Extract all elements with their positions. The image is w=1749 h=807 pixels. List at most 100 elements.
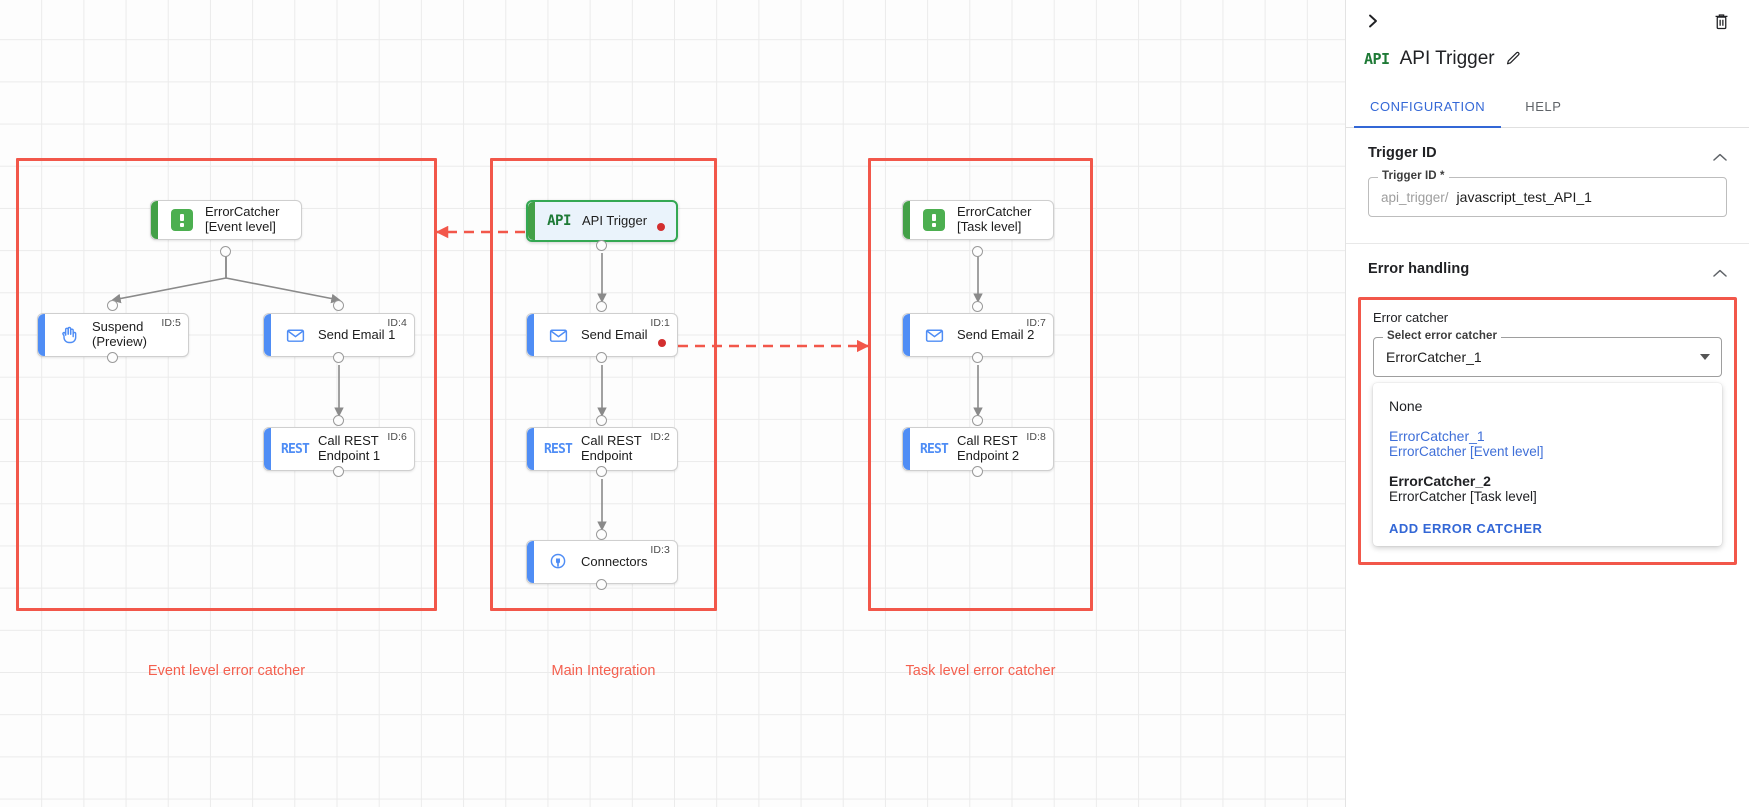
node-port-out[interactable] [220,246,231,257]
menu-item-errorcatcher-1[interactable]: ErrorCatcher_1 ErrorCatcher [Event level… [1373,421,1722,466]
group-box-main-integration[interactable] [490,158,717,611]
chevron-up-icon[interactable] [1713,149,1727,161]
node-label: Suspend (Preview) [92,319,147,349]
node-port-in[interactable] [596,301,607,312]
node-port-out[interactable] [596,579,607,590]
node-label: ErrorCatcher [Event level] [205,204,280,234]
trash-icon[interactable] [1709,9,1733,33]
api-icon: API [1364,50,1390,68]
trigger-id-prefix: api_trigger/ [1381,189,1449,205]
chevron-right-icon[interactable] [1360,8,1386,34]
node-port-out[interactable] [107,352,118,363]
envelope-icon [541,325,575,346]
node-error-catcher-event-level[interactable]: ErrorCatcher [Event level] [150,200,302,240]
node-port-out[interactable] [333,352,344,363]
menu-item-errorcatcher-2[interactable]: ErrorCatcher_2 ErrorCatcher [Task level] [1373,466,1722,511]
node-port-out[interactable] [972,466,983,477]
node-id-tag: ID:6 [387,431,407,443]
node-error-catcher-task-level[interactable]: ErrorCatcher [Task level] [902,200,1054,240]
error-catcher-dropdown-menu: None ErrorCatcher_1 ErrorCatcher [Event … [1373,383,1722,546]
node-send-email-2[interactable]: Send Email 2 ID:7 [902,313,1054,357]
node-accent-bar [151,201,158,239]
node-port-in[interactable] [972,301,983,312]
menu-item-primary: ErrorCatcher_2 [1389,473,1491,489]
menu-item-primary: ErrorCatcher_1 [1389,428,1485,444]
trigger-id-value: javascript_test_API_1 [1456,189,1592,205]
node-label: Call REST Endpoint [581,433,642,463]
node-error-indicator [657,223,665,231]
node-port-in[interactable] [107,300,118,311]
group-box-task-level[interactable] [868,158,1093,611]
page-title: API Trigger [1399,48,1495,69]
node-port-out[interactable] [596,466,607,477]
section-trigger-id-header[interactable]: Trigger ID [1346,128,1749,177]
node-port-out[interactable] [596,352,607,363]
node-accent-bar [264,314,271,356]
rest-icon: REST [280,441,310,457]
node-id-tag: ID:5 [161,317,181,329]
node-send-email[interactable]: Send Email ID:1 [526,313,678,357]
select-error-catcher[interactable]: Select error catcher ErrorCatcher_1 [1373,330,1722,377]
envelope-icon [278,325,312,346]
trigger-id-input[interactable]: Trigger ID * api_trigger/ javascript_tes… [1368,170,1727,217]
section-error-handling: Error handling Error catcher Select erro… [1346,244,1749,565]
node-id-tag: ID:7 [1026,317,1046,329]
group-box-event-level[interactable] [16,158,437,611]
tab-help[interactable]: HELP [1525,99,1562,114]
node-label: Send Email 1 [318,326,396,342]
node-label: Send Email [581,326,648,342]
node-port-in[interactable] [333,415,344,426]
properties-panel: API API Trigger CONFIGURATION HELP Trigg… [1345,0,1749,807]
panel-title-row: API API Trigger [1346,42,1749,76]
node-call-rest-endpoint[interactable]: REST Call REST Endpoint ID:2 [526,427,678,471]
section-error-handling-title: Error handling [1368,261,1470,277]
node-port-in[interactable] [972,415,983,426]
pencil-icon[interactable] [1505,50,1523,68]
menu-item-secondary: ErrorCatcher [Task level] [1389,489,1537,504]
node-api-trigger[interactable]: API API Trigger [526,200,678,242]
node-accent-bar [527,314,534,356]
add-error-catcher-button[interactable]: ADD ERROR CATCHER [1389,521,1543,536]
node-port-out[interactable] [333,466,344,477]
menu-item-secondary: ErrorCatcher [Event level] [1389,444,1544,459]
node-port-out[interactable] [596,240,607,251]
rest-icon: REST [919,441,949,457]
error-catcher-title: Error catcher [1373,310,1449,325]
node-send-email-1[interactable]: Send Email 1 ID:4 [263,313,415,357]
workflow-canvas[interactable]: Event level error catcher Main Integrati… [0,0,1345,807]
node-port-out[interactable] [972,246,983,257]
tab-configuration[interactable]: CONFIGURATION [1354,86,1502,128]
node-port-in[interactable] [596,415,607,426]
section-error-handling-header[interactable]: Error handling [1346,244,1749,293]
group-label-main-integration: Main Integration [551,663,656,679]
error-catcher-block: Error catcher Select error catcher Error… [1358,297,1737,565]
node-port-out[interactable] [972,352,983,363]
node-error-indicator [658,339,666,347]
node-label: Call REST Endpoint 1 [318,433,381,463]
node-id-tag: ID:4 [387,317,407,329]
menu-item-none[interactable]: None [1373,391,1722,421]
chevron-down-icon[interactable] [1700,354,1710,360]
node-accent-bar [903,314,910,356]
node-label: API Trigger [582,212,648,228]
group-label-task-level: Task level error catcher [905,663,1056,679]
error-catcher-icon [917,209,951,231]
select-error-catcher-label: Select error catcher [1383,330,1502,342]
connectors-icon [541,551,575,573]
node-port-in[interactable] [333,300,344,311]
node-call-rest-endpoint-2[interactable]: REST Call REST Endpoint 2 ID:8 [902,427,1054,471]
node-id-tag: ID:2 [650,431,670,443]
section-trigger-id-title: Trigger ID [1368,145,1437,161]
node-connectors[interactable]: Connectors ID:3 [526,540,678,584]
select-error-catcher-value: ErrorCatcher_1 [1386,349,1482,365]
node-accent-bar [38,314,45,356]
envelope-icon [917,325,951,346]
node-label: ErrorCatcher [Task level] [957,204,1032,234]
node-accent-bar [528,202,535,240]
chevron-up-icon[interactable] [1713,265,1727,277]
node-label: Connectors [581,553,648,569]
node-call-rest-endpoint-1[interactable]: REST Call REST Endpoint 1 ID:6 [263,427,415,471]
node-port-in[interactable] [596,529,607,540]
node-accent-bar [264,428,271,470]
node-suspend[interactable]: Suspend (Preview) ID:5 [37,313,189,357]
